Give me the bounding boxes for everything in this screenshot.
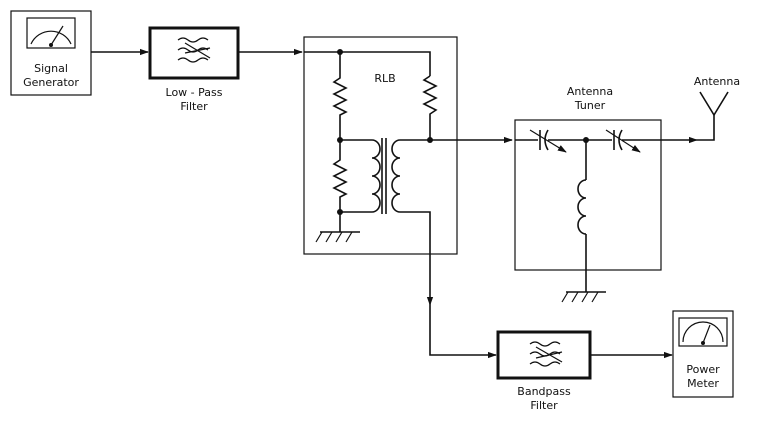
resistor-upper-left bbox=[332, 52, 348, 140]
rlb-label: RLB bbox=[374, 72, 395, 85]
low-pass-label-1: Low - Pass bbox=[166, 86, 223, 99]
ground-icon-tuner bbox=[561, 291, 606, 303]
variable-capacitor-1 bbox=[529, 129, 567, 153]
filter-icon bbox=[529, 341, 563, 367]
signal-generator-label-1: Signal bbox=[34, 62, 68, 75]
low-pass-label-2: Filter bbox=[180, 100, 208, 113]
bandpass-label-1: Bandpass bbox=[517, 385, 571, 398]
rlb-bridge: RLB bbox=[303, 36, 458, 256]
resistor-right bbox=[422, 75, 438, 140]
antenna-tuner-label-2: Tuner bbox=[574, 99, 606, 112]
power-meter: Power Meter bbox=[672, 310, 734, 398]
low-pass-filter: Low - Pass Filter bbox=[148, 26, 240, 113]
signal-generator-label-2: Generator bbox=[23, 76, 79, 89]
antenna-tuner-label-1: Antenna bbox=[567, 85, 613, 98]
meter-icon bbox=[26, 17, 76, 49]
signal-path-6 bbox=[429, 305, 497, 359]
antenna-tuner: Antenna Tuner bbox=[514, 85, 662, 303]
antenna-label: Antenna bbox=[694, 75, 740, 88]
power-meter-label-1: Power bbox=[686, 363, 720, 376]
meter-icon bbox=[678, 317, 728, 347]
filter-icon bbox=[177, 37, 211, 63]
transformer bbox=[371, 138, 401, 214]
signal-generator: Signal Generator bbox=[10, 10, 92, 96]
resistor-lower-left bbox=[332, 140, 348, 212]
inductor bbox=[577, 140, 587, 292]
bandpass-filter: Bandpass Filter bbox=[496, 330, 592, 412]
bandpass-label-2: Filter bbox=[530, 399, 558, 412]
antenna-icon bbox=[697, 91, 729, 141]
power-meter-label-2: Meter bbox=[687, 377, 719, 390]
ground-icon-rlb bbox=[315, 212, 360, 243]
variable-capacitor-2 bbox=[605, 129, 641, 153]
antenna: Antenna bbox=[694, 75, 740, 141]
